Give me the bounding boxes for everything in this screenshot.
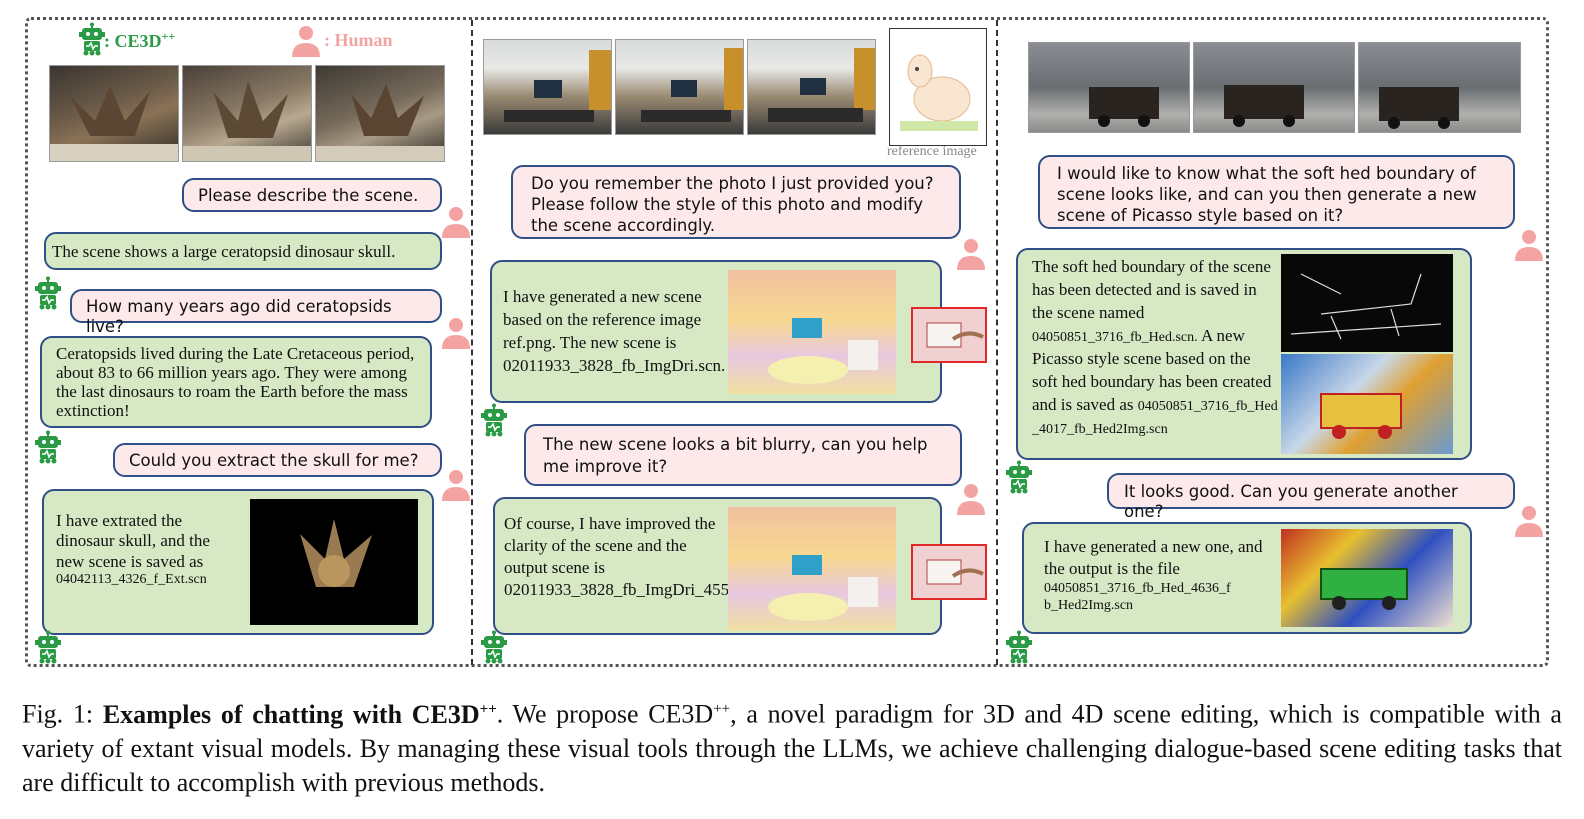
bot-message-text: I have extrated the dinosaur skull, and … xyxy=(56,511,210,571)
human-message: I would like to know what the soft hed b… xyxy=(1038,155,1515,229)
person-icon xyxy=(290,24,322,58)
bot-message: I have generated a new one, and the outp… xyxy=(1022,522,1472,634)
person-icon xyxy=(440,205,472,239)
figure-caption: Fig. 1: Examples of chatting with CE3D++… xyxy=(22,692,1562,800)
figure-frame xyxy=(25,17,1549,667)
reference-image-label: reference image xyxy=(887,144,977,159)
person-icon xyxy=(955,237,987,271)
caption-mid: . We propose CE3D xyxy=(496,699,714,729)
bot-message: Ceratopsids lived during the Late Cretac… xyxy=(40,336,432,428)
person-icon xyxy=(440,316,472,350)
scene-photo-3 xyxy=(747,39,876,135)
caption-prefix: Fig. 1: xyxy=(22,699,103,729)
bot-message-text: I have generated a new one, and the outp… xyxy=(1044,537,1263,578)
caption-bold: Examples of chatting with CE3D xyxy=(102,699,480,729)
bot-message-text: I have generated a new scene based on th… xyxy=(503,287,726,375)
robot-icon xyxy=(32,430,64,464)
caption-bold-sup: ++ xyxy=(479,701,497,717)
enhanced-scene-image xyxy=(728,507,896,631)
scene-filename: 04050851_3716_fb_Hed.scn. xyxy=(1032,329,1198,345)
robot-icon xyxy=(478,403,510,437)
human-message: How many years ago did ceratopsids live? xyxy=(70,289,442,336)
scene-filename: 04050851_3716_fb_Hed_4017_fb_Hed2Img.scn xyxy=(1032,398,1278,437)
scene-filename: 04050851_3716_fb_Hed_4636_fb_Hed2Img.scn xyxy=(1044,580,1231,614)
scene-photo-3 xyxy=(315,65,445,162)
human-message: Could you extract the skull for me? xyxy=(113,443,442,477)
scene-photo-1 xyxy=(49,65,179,162)
bot-message: The soft hed boundary of the scene has b… xyxy=(1016,248,1472,460)
picasso-scene-image xyxy=(1281,529,1453,627)
robot-icon xyxy=(1003,630,1035,664)
scene-photo-3 xyxy=(1358,42,1521,133)
person-icon xyxy=(1513,228,1545,262)
scene-photo-2 xyxy=(615,39,744,135)
legend-bot: : CE3D++ xyxy=(104,29,175,52)
bot-message-text: A new Picasso style scene based on the s… xyxy=(1032,325,1272,414)
scene-filename: 04042113_4326_f_Ext.scn xyxy=(56,572,207,588)
panel-divider-1 xyxy=(471,20,473,665)
zoom-inset xyxy=(911,307,987,363)
scene-photo-1 xyxy=(1028,42,1190,133)
person-icon xyxy=(955,482,987,516)
robot-icon xyxy=(32,276,64,310)
bot-message-text: Of course, I have improved the clarity o… xyxy=(504,514,821,600)
person-icon xyxy=(1513,504,1545,538)
robot-icon xyxy=(478,630,510,664)
scene-photo-1 xyxy=(483,39,612,135)
human-message: Do you remember the photo I just provide… xyxy=(511,165,961,239)
legend-bot-label: : CE3D xyxy=(104,31,162,51)
picasso-scene-image xyxy=(1281,354,1453,454)
bot-message: Of course, I have improved the clarity o… xyxy=(493,497,987,635)
bot-message: I have extrated the dinosaur skull, and … xyxy=(42,489,434,635)
human-message: Please describe the scene. xyxy=(182,178,442,212)
scene-photo-2 xyxy=(1193,42,1355,133)
human-message: The new scene looks a bit blurry, can yo… xyxy=(524,424,962,486)
robot-icon xyxy=(1003,460,1035,494)
human-message: It looks good. Can you generate another … xyxy=(1107,473,1515,521)
legend-human: : Human xyxy=(324,30,393,50)
bot-message-text: The soft hed boundary of the scene has b… xyxy=(1032,257,1271,322)
bot-message: I have generated a new scene based on th… xyxy=(490,260,987,403)
hed-boundary-image xyxy=(1281,254,1453,352)
reference-image xyxy=(889,28,987,146)
bot-message: The scene shows a large ceratopsid dinos… xyxy=(44,232,442,270)
scene-photo-2 xyxy=(182,65,312,162)
caption-mid-sup: ++ xyxy=(713,701,731,717)
caption-rest: , a novel paradigm for 3D and 4D scene e… xyxy=(22,699,1562,797)
zoom-inset xyxy=(911,544,987,600)
robot-icon xyxy=(32,630,64,664)
panel-divider-2 xyxy=(996,20,998,665)
person-icon xyxy=(440,468,472,502)
stylized-scene-image xyxy=(728,270,896,394)
extracted-skull-image xyxy=(250,499,418,625)
legend-bot-sup: ++ xyxy=(161,29,176,43)
